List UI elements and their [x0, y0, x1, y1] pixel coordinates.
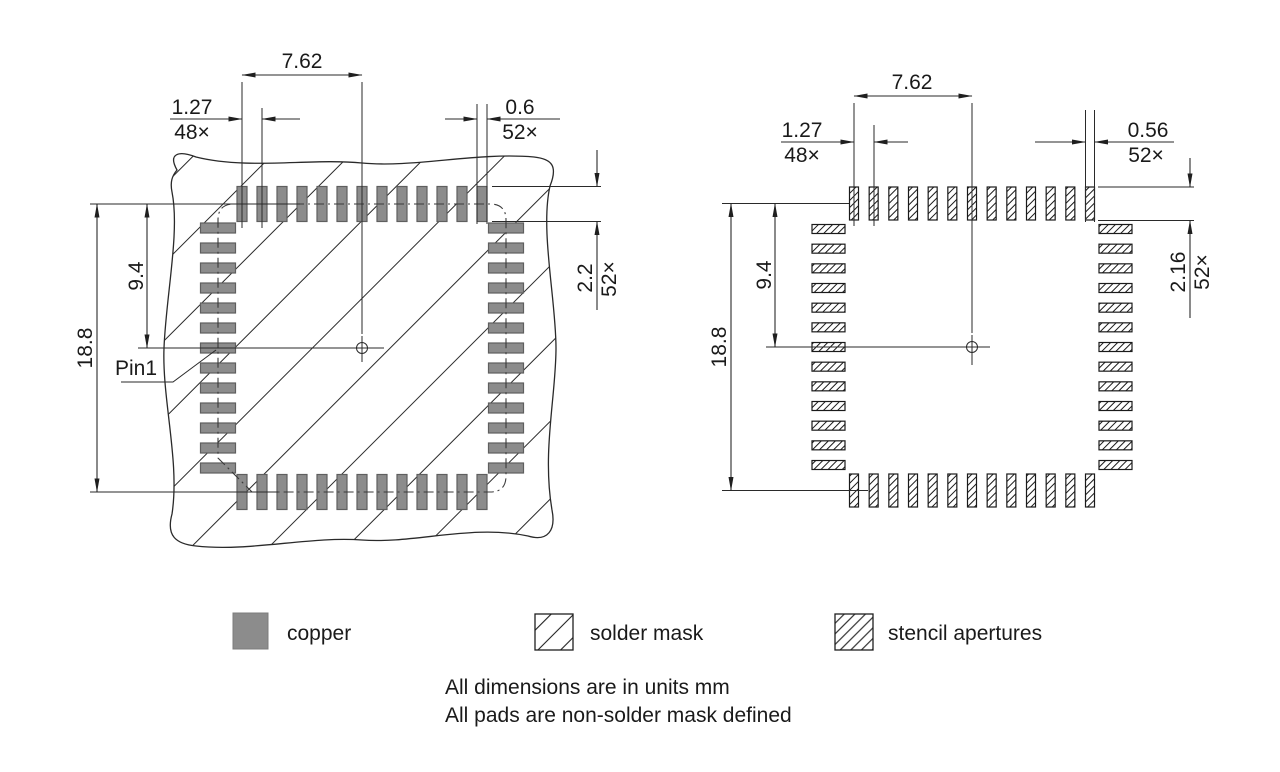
stencil-pad	[1098, 282, 1133, 294]
dim-half-height: 9.4	[125, 261, 148, 291]
stencil-pad	[927, 473, 938, 508]
dim-span: 7.62	[282, 50, 323, 73]
stencil-pad	[1098, 440, 1133, 451]
solder-mask-swatch	[534, 613, 574, 651]
stencil-pad	[1098, 223, 1133, 235]
legend: copper solder mask stencil apertures	[232, 612, 1042, 651]
stencil-pad	[966, 473, 978, 508]
notes: All dimensions are in units mm All pads …	[445, 676, 792, 727]
stencil-pad	[986, 186, 997, 221]
stencil-pad	[907, 473, 919, 508]
legend-label-solder-mask: solder mask	[590, 622, 704, 645]
dim-pitch-count: 48×	[784, 144, 820, 167]
dim-pad-length-count: 52×	[598, 261, 621, 297]
stencil-pad	[811, 381, 846, 392]
stencil-pad	[811, 361, 846, 372]
dim-pitch: 1.27	[172, 96, 213, 119]
stencil-pad	[1045, 473, 1056, 508]
stencil-pad	[811, 400, 846, 412]
stencil-pad	[1084, 186, 1096, 221]
stencil-pad	[811, 440, 846, 451]
view-copper-solder-mask: 7.62 1.27 48× 0.6 52× 2.2 52× 18.8 9.4 P…	[74, 50, 621, 549]
stencil-pad	[986, 473, 997, 508]
stencil-pad	[1084, 473, 1096, 508]
stencil-pad	[888, 473, 899, 508]
stencil-pad	[1065, 186, 1076, 221]
dim-half-height: 9.4	[753, 260, 776, 290]
stencil-pad	[811, 302, 846, 313]
stencil-pad	[1098, 302, 1133, 313]
stencil-pad	[947, 473, 958, 508]
stencil-pad	[1098, 459, 1133, 471]
stencil-pad	[1006, 473, 1017, 508]
stencil-pad	[1065, 473, 1076, 508]
stencil-pad	[1098, 263, 1133, 274]
dim-pitch: 1.27	[782, 119, 823, 142]
stencil-pad	[1098, 243, 1133, 254]
dim-pad-length: 2.16	[1167, 252, 1190, 293]
stencil-pad	[888, 186, 899, 221]
dim-pad-width: 0.6	[505, 96, 534, 119]
stencil-pad	[811, 282, 846, 294]
stencil-pad	[1098, 322, 1133, 333]
stencil-pad	[1025, 473, 1037, 508]
dim-pad-length: 2.2	[574, 263, 597, 292]
stencil-pad	[1098, 361, 1133, 372]
stencil-apertures-swatch	[834, 613, 874, 651]
stencil-pad	[947, 186, 958, 221]
stencil-pad	[811, 243, 846, 254]
note-units: All dimensions are in units mm	[445, 676, 730, 699]
package-outline	[217, 203, 507, 493]
stencil-pad	[1045, 186, 1056, 221]
legend-label-stencil: stencil apertures	[888, 622, 1042, 645]
note-nsmd: All pads are non-solder mask defined	[445, 704, 792, 727]
dim-full-height: 18.8	[74, 328, 97, 369]
stencil-pad	[811, 263, 846, 274]
legend-label-copper: copper	[287, 622, 351, 645]
stencil-pad	[1098, 381, 1133, 392]
dim-pitch-count: 48×	[174, 121, 210, 144]
stencil-pad	[811, 459, 846, 471]
stencil-pad	[927, 186, 938, 221]
pin1-leader	[121, 349, 217, 383]
stencil-pad	[1098, 420, 1133, 431]
stencil-pad	[811, 223, 846, 235]
dim-pad-width-count: 52×	[1128, 144, 1164, 167]
dim-pad-width-count: 52×	[502, 121, 538, 144]
copper-pad	[199, 462, 237, 474]
stencil-pad	[868, 473, 879, 508]
stencil-pad	[907, 186, 919, 221]
dim-span: 7.62	[892, 71, 933, 94]
view-stencil-apertures: 7.62 1.27 48× 0.56 52× 2.16 52× 18.8 9.4	[708, 71, 1214, 508]
stencil-pad	[1098, 341, 1133, 353]
stencil-pad	[1025, 186, 1037, 221]
copper-swatch	[232, 612, 269, 650]
stencil-pad	[1098, 400, 1133, 412]
pin1-label: Pin1	[115, 357, 157, 380]
stencil-pad	[811, 322, 846, 333]
dim-pad-length-count: 52×	[1191, 254, 1214, 290]
dim-full-height: 18.8	[708, 327, 731, 368]
stencil-pad	[1006, 186, 1017, 221]
dim-pad-width: 0.56	[1128, 119, 1169, 142]
stencil-pad	[811, 420, 846, 431]
